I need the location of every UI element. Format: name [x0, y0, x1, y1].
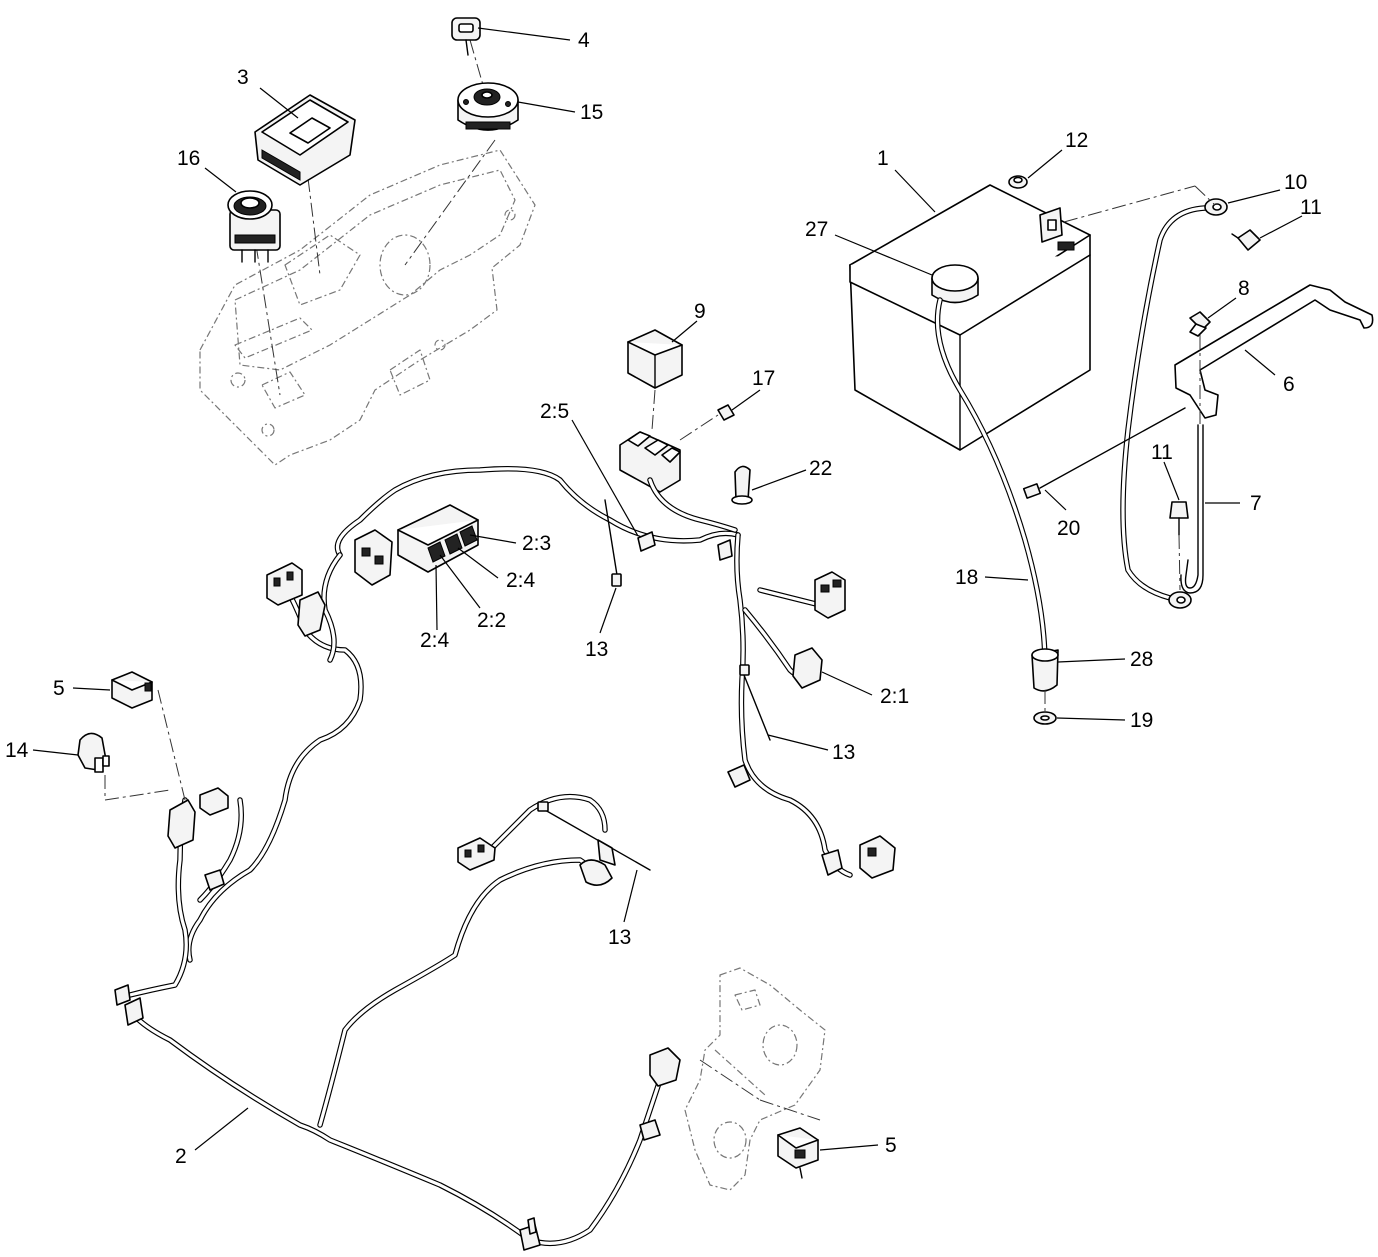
callout-2-1: 2:1 [880, 685, 909, 708]
callout-2-4-right: 2:4 [506, 569, 536, 592]
control-panel-ghost [199, 149, 536, 466]
part-13-cable-tie-right [739, 664, 771, 741]
callout-13-right: 13 [832, 741, 855, 764]
callout-2-5: 2:5 [540, 400, 569, 423]
callout-13-top: 13 [585, 638, 608, 661]
harness-clips [114, 984, 681, 1251]
harness-connector-white [579, 839, 616, 886]
callout-8: 8 [1238, 277, 1250, 300]
callout-22: 22 [809, 457, 832, 480]
callout-28: 28 [1130, 648, 1153, 671]
callout-20: 20 [1057, 517, 1080, 540]
centerline [307, 177, 321, 276]
callout-14: 14 [5, 739, 29, 762]
part-7-j-bolt [1180, 424, 1204, 594]
harness-connector-mid [457, 837, 496, 871]
callout-10: 10 [1284, 171, 1307, 194]
callout-17: 17 [752, 367, 775, 390]
brake-bracket-ghost [684, 967, 826, 1191]
harness-connector-bottom-right [727, 764, 896, 879]
part-4-key [451, 17, 481, 56]
harness-connector-left-switch [167, 787, 229, 891]
callout-6: 6 [1283, 373, 1295, 396]
centerline [104, 775, 171, 801]
callout-12: 12 [1065, 129, 1088, 152]
part-13-cable-tie-top [604, 499, 622, 587]
callout-19: 19 [1130, 709, 1153, 732]
centerline [404, 139, 496, 266]
part-17-screw [717, 404, 735, 421]
part-9-relay [627, 329, 683, 389]
callout-2: 2 [175, 1145, 187, 1168]
relay-socket [619, 431, 681, 493]
centerline [1194, 185, 1216, 206]
leader-lines [32, 27, 1303, 1151]
part-12-nut [1008, 175, 1063, 243]
callout-11-top: 11 [1300, 196, 1322, 219]
callout-5-bottom: 5 [885, 1134, 897, 1157]
callout-18: 18 [955, 566, 978, 589]
part-8-wing-nut [1189, 311, 1211, 337]
callout-15: 15 [580, 101, 603, 124]
centerline [651, 389, 656, 431]
callout-11-lower: 11 [1151, 441, 1173, 464]
callout-3: 3 [237, 66, 249, 89]
centerline [1178, 534, 1181, 591]
part-27-terminal-boot [931, 264, 979, 304]
callout-16: 16 [177, 147, 200, 170]
callout-labels: 1 2 2:1 2:2 2:3 2:4 2:4 2:5 3 4 5 5 6 7 … [5, 29, 1322, 1168]
callout-13-lower: 13 [608, 926, 631, 949]
part-15-ignition-switch [457, 82, 519, 131]
part-20-cable-tie [1022, 407, 1186, 499]
harness-clip-2-5 [637, 531, 656, 552]
part-14-switch [77, 732, 110, 773]
part-18-positive-cable [934, 297, 1048, 668]
centerline [469, 39, 484, 86]
centerline [1063, 185, 1196, 223]
part-11-bolt-top [1231, 229, 1261, 251]
callout-2-2: 2:2 [477, 609, 506, 632]
centerline [157, 689, 186, 801]
harness-connector-right [814, 571, 846, 619]
part-3-square-switch [254, 94, 356, 186]
callout-2-3: 2:3 [522, 532, 551, 555]
centerline [699, 1059, 761, 1101]
part-5-switch-bottom [777, 1127, 819, 1179]
part-19-washer [1033, 711, 1057, 725]
callout-2-4-left: 2:4 [420, 629, 450, 652]
part-28-cable-boot [1031, 648, 1059, 692]
harness-connector-black [354, 529, 393, 586]
part-5-switch-left [111, 671, 153, 709]
part-22-grommet [717, 465, 753, 561]
callout-1: 1 [877, 147, 889, 170]
part-2-wire-harness [127, 466, 853, 1247]
part-11-bolt-lower [1169, 501, 1189, 536]
centerline [679, 414, 719, 441]
callout-5-left: 5 [53, 677, 65, 700]
centerline [255, 244, 281, 396]
callout-9: 9 [694, 300, 706, 323]
centerline [759, 1099, 821, 1121]
callout-27: 27 [805, 218, 828, 241]
fuse-block [397, 504, 479, 573]
connector-2-1 [792, 647, 823, 689]
harness-connector-left-top [266, 562, 326, 637]
part-16-push-switch [227, 190, 281, 263]
callout-7: 7 [1250, 492, 1262, 515]
part-6-battery-bracket [1174, 284, 1374, 419]
part-10-negative-cable [1120, 198, 1228, 609]
callout-4: 4 [578, 29, 590, 52]
